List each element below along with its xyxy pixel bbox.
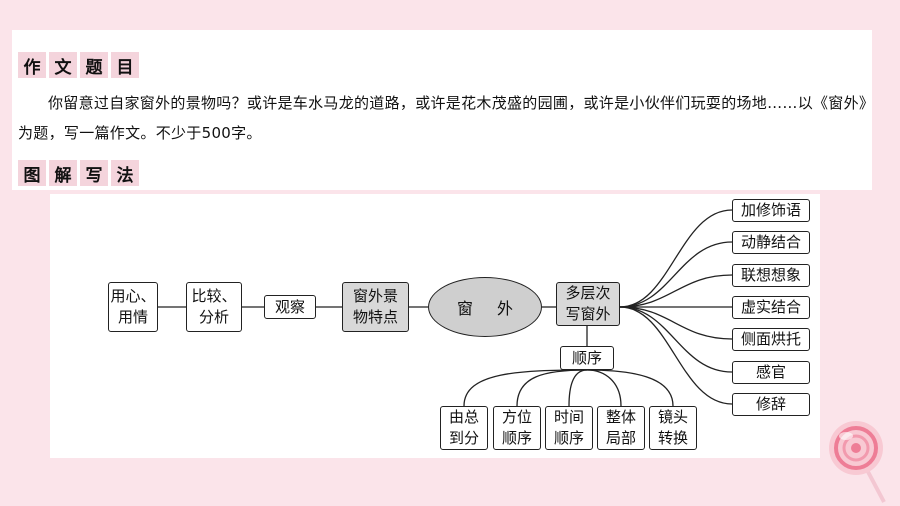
node-line: 转换 xyxy=(657,429,688,447)
node-line: 用情 xyxy=(117,308,148,326)
heading-char: 写 xyxy=(80,160,108,186)
branch-motion-stillness: 动静结合 xyxy=(732,231,810,254)
heading-char: 目 xyxy=(111,52,139,78)
heading-char: 法 xyxy=(111,160,139,186)
node-line: 比较、 xyxy=(191,287,237,305)
node-line: 镜头 xyxy=(657,408,688,426)
assignment-prompt: 你留意过自家窗外的景物吗？或许是车水马龙的道路，或许是花木茂盛的园圃，或许是小伙… xyxy=(18,94,867,142)
node-observe: 观察 xyxy=(264,295,316,319)
node-window-features: 窗外景物特点 xyxy=(342,282,409,332)
order-whole-part: 整体局部 xyxy=(597,406,645,450)
node-line: 由总 xyxy=(448,408,479,426)
connector-curve xyxy=(619,306,733,340)
heading-char: 图 xyxy=(18,160,46,186)
node-heart-feeling: 用心、用情 xyxy=(108,282,158,332)
connector-curve xyxy=(586,369,674,407)
connector-curve xyxy=(619,209,733,308)
node-line: 写窗外 xyxy=(565,305,611,323)
node-order: 顺序 xyxy=(560,346,614,370)
node-compare-analyze: 比较、分析 xyxy=(186,282,242,332)
node-line: 窗外景 xyxy=(352,287,398,305)
branch-rhetoric: 修辞 xyxy=(732,393,810,416)
connector-curve xyxy=(619,306,733,405)
heading-method: 图 解 写 法 xyxy=(18,160,139,186)
node-line: 时间 xyxy=(553,408,584,426)
connector-curve xyxy=(619,274,733,308)
lollipop-icon xyxy=(829,421,886,503)
center-topic-ellipse: 窗外 xyxy=(428,277,542,337)
node-line: 局部 xyxy=(605,429,636,447)
order-camera-shift: 镜头转换 xyxy=(649,406,697,450)
writing-method-diagram: 用心、用情 比较、分析 观察 窗外景物特点 窗外 多层次写窗外 加修饰语 动静结… xyxy=(50,194,820,458)
node-line: 整体 xyxy=(605,408,636,426)
node-line: 顺序 xyxy=(553,429,584,447)
connector-curve xyxy=(568,369,588,407)
order-general-to-detail: 由总到分 xyxy=(440,406,488,450)
node-line: 多层次 xyxy=(565,284,611,302)
node-line: 物特点 xyxy=(352,308,398,326)
node-line: 分析 xyxy=(198,308,229,326)
branch-real-virtual: 虚实结合 xyxy=(732,296,810,319)
node-line: 观察 xyxy=(274,297,305,316)
assignment-panel: 作 文 题 目 你留意过自家窗外的景物吗？或许是车水马龙的道路，或许是花木茂盛的… xyxy=(12,30,872,190)
node-multilayer: 多层次写窗外 xyxy=(556,282,620,326)
heading-assignment: 作 文 题 目 xyxy=(18,52,139,78)
branch-modifiers: 加修饰语 xyxy=(732,199,810,222)
order-temporal: 时间顺序 xyxy=(545,406,593,450)
node-line: 方位 xyxy=(501,408,532,426)
order-spatial: 方位顺序 xyxy=(493,406,541,450)
heading-char: 文 xyxy=(49,52,77,78)
heading-char: 解 xyxy=(49,160,77,186)
heading-char: 作 xyxy=(18,52,46,78)
diagram-connectors xyxy=(158,209,733,407)
node-line: 用心、 xyxy=(110,287,156,305)
node-line: 顺序 xyxy=(501,429,532,447)
connector-curve xyxy=(619,241,733,308)
node-line: 到分 xyxy=(448,429,479,447)
branch-imagination: 联想想象 xyxy=(732,264,810,287)
connector-curve xyxy=(619,306,733,373)
heading-char: 题 xyxy=(80,52,108,78)
connector-curve xyxy=(463,369,588,407)
connector-curve xyxy=(516,369,588,407)
branch-senses: 感官 xyxy=(732,361,810,384)
connector-curve xyxy=(586,369,622,407)
branch-side-contrast: 侧面烘托 xyxy=(732,328,810,351)
